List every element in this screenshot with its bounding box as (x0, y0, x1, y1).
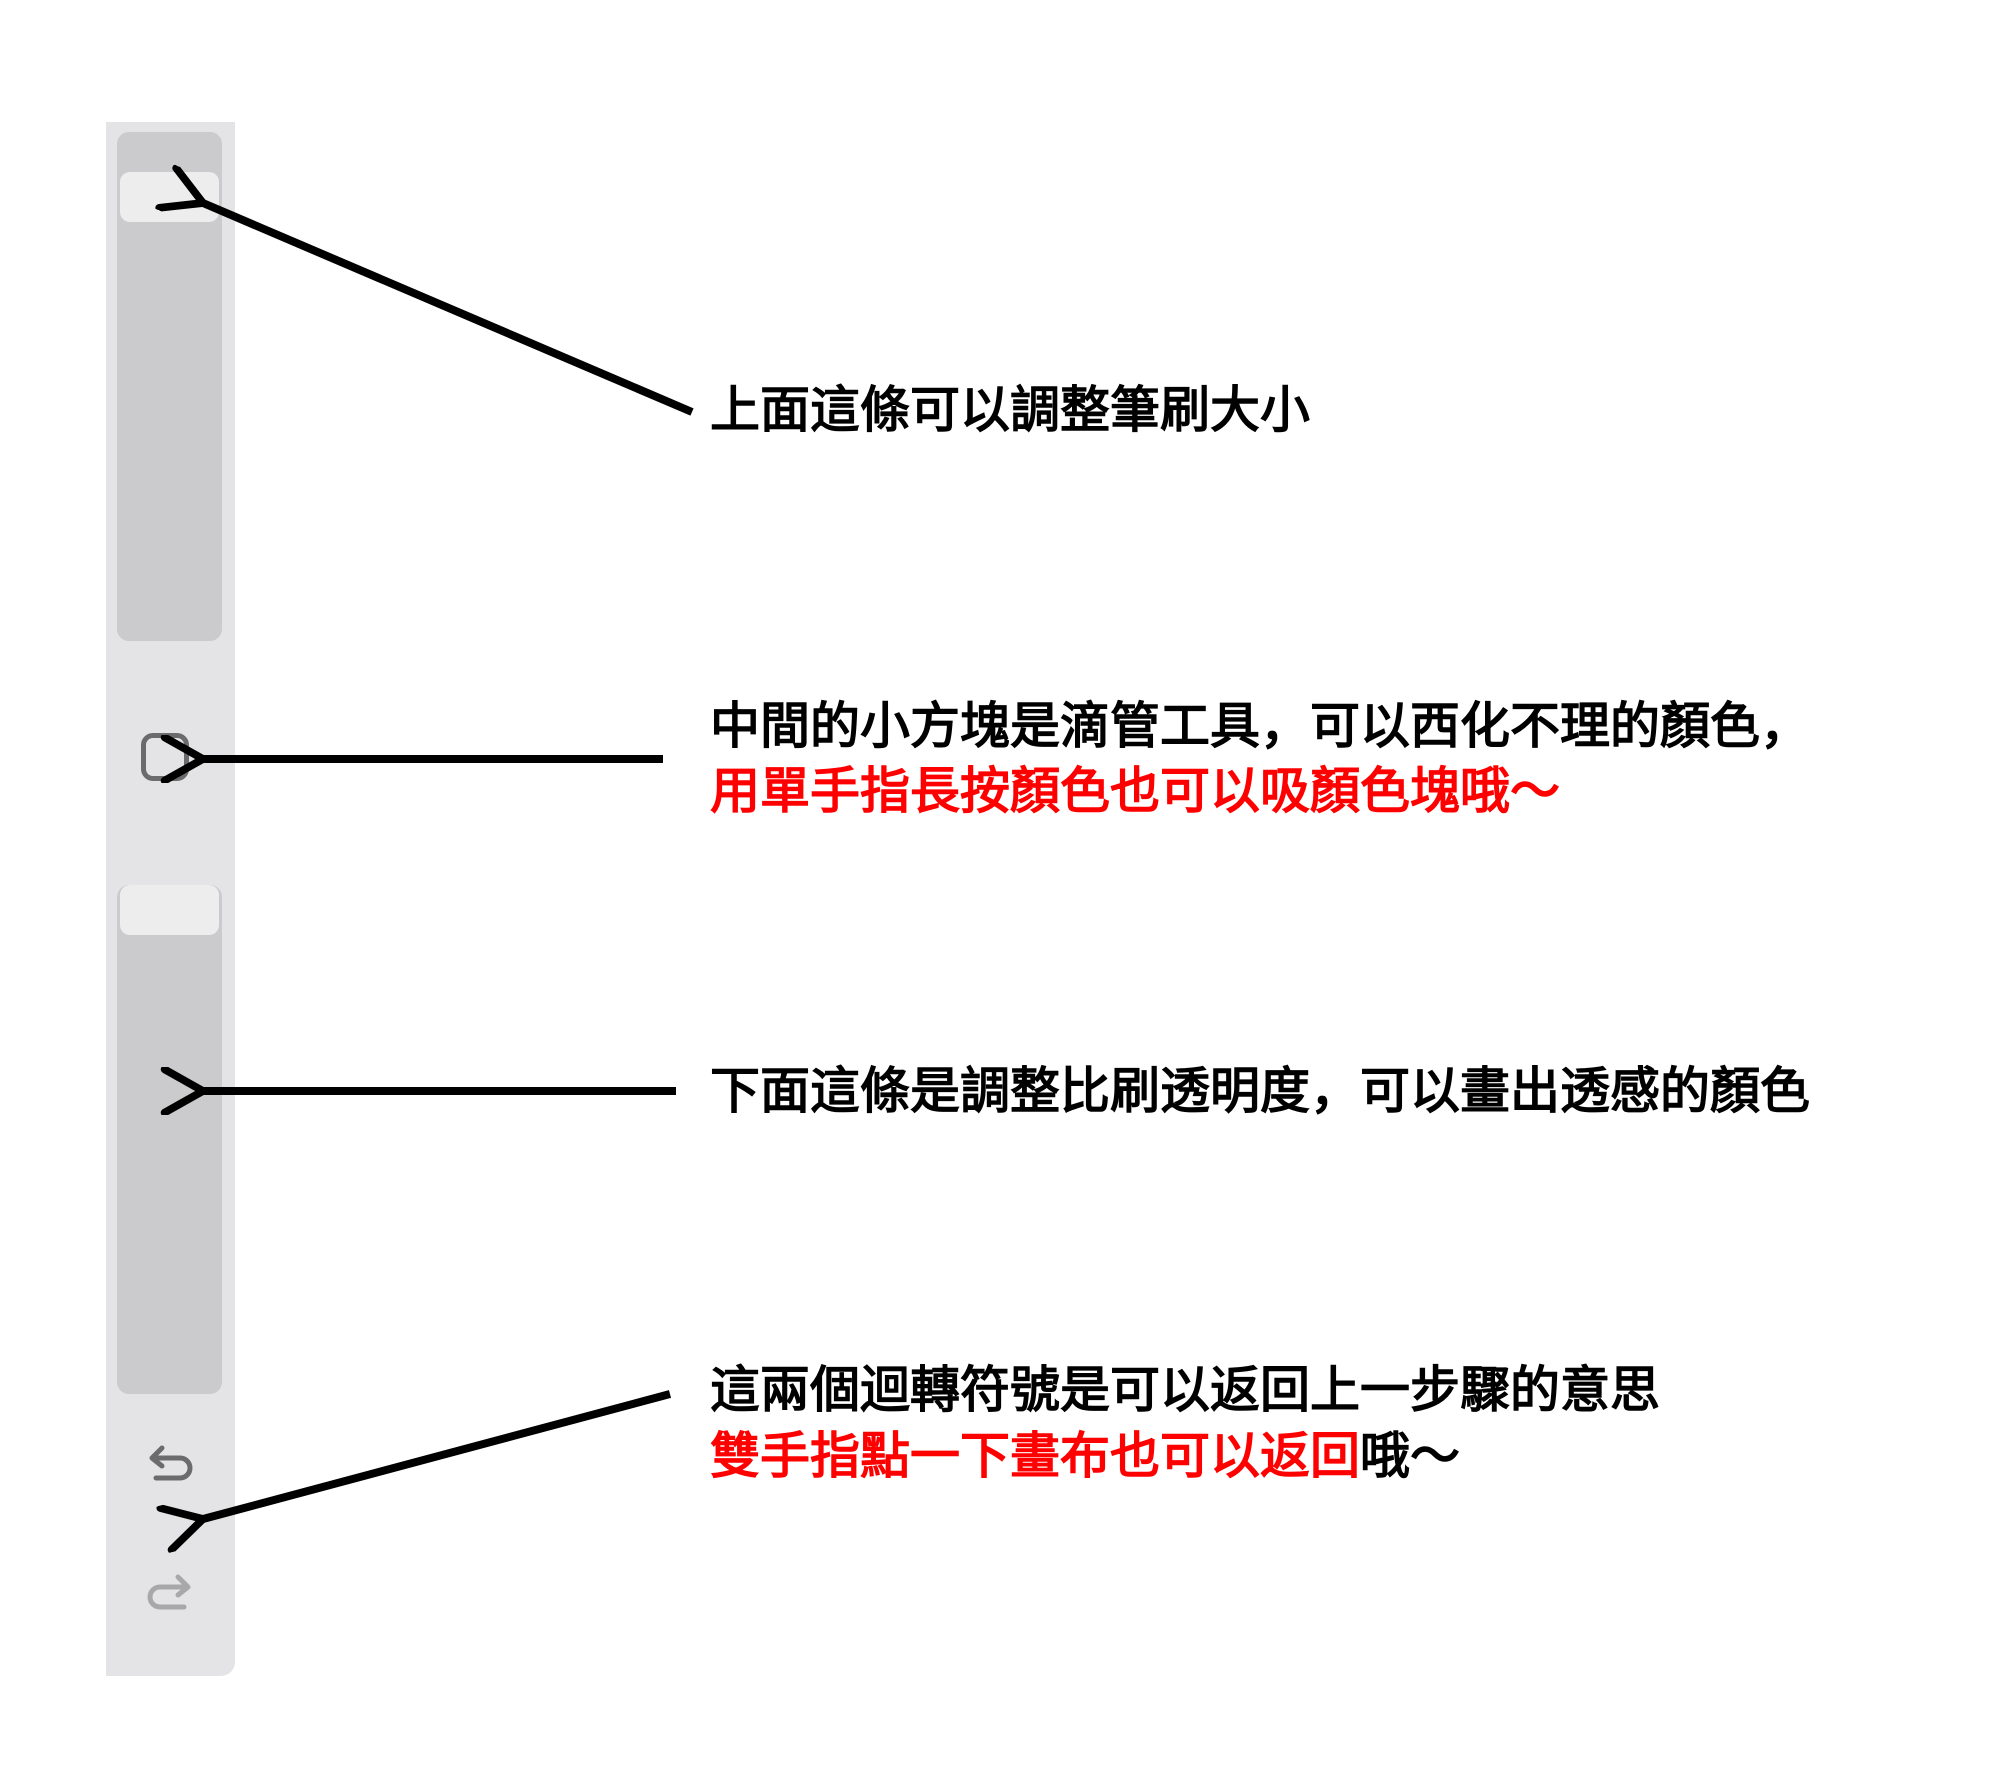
redo-icon[interactable] (140, 1569, 200, 1619)
note-undo-line2-red: 雙手指點一下畫布也可以返回 (710, 1427, 1360, 1485)
note-size-slider: 上面這條可以調整筆刷大小 (710, 381, 1310, 439)
note-undo-line2-black: 哦～ (1360, 1427, 1460, 1485)
note-eyedropper-line1: 中間的小方塊是滴管工具，可以西化不理的顏色， (710, 697, 1810, 755)
undo-icon[interactable] (140, 1440, 200, 1490)
brush-size-slider[interactable] (117, 132, 222, 641)
opacity-slider-thumb[interactable] (120, 885, 219, 935)
opacity-slider[interactable] (117, 885, 222, 1394)
note-undo-line2: 雙手指點一下畫布也可以返回哦～ (710, 1424, 1460, 1488)
note-opacity-slider: 下面這條是調整比刷透明度，可以畫出透感的顏色 (710, 1062, 1810, 1120)
brush-toolbar (106, 122, 235, 1676)
note-eyedropper-line2: 用單手指長按顏色也可以吸顏色塊哦～ (710, 762, 1560, 820)
note-undo-line1: 這兩個迴轉符號是可以返回上一步驟的意思 (710, 1361, 1660, 1419)
arrow-undo (203, 1390, 672, 1519)
arrow-size-slider (203, 203, 694, 416)
